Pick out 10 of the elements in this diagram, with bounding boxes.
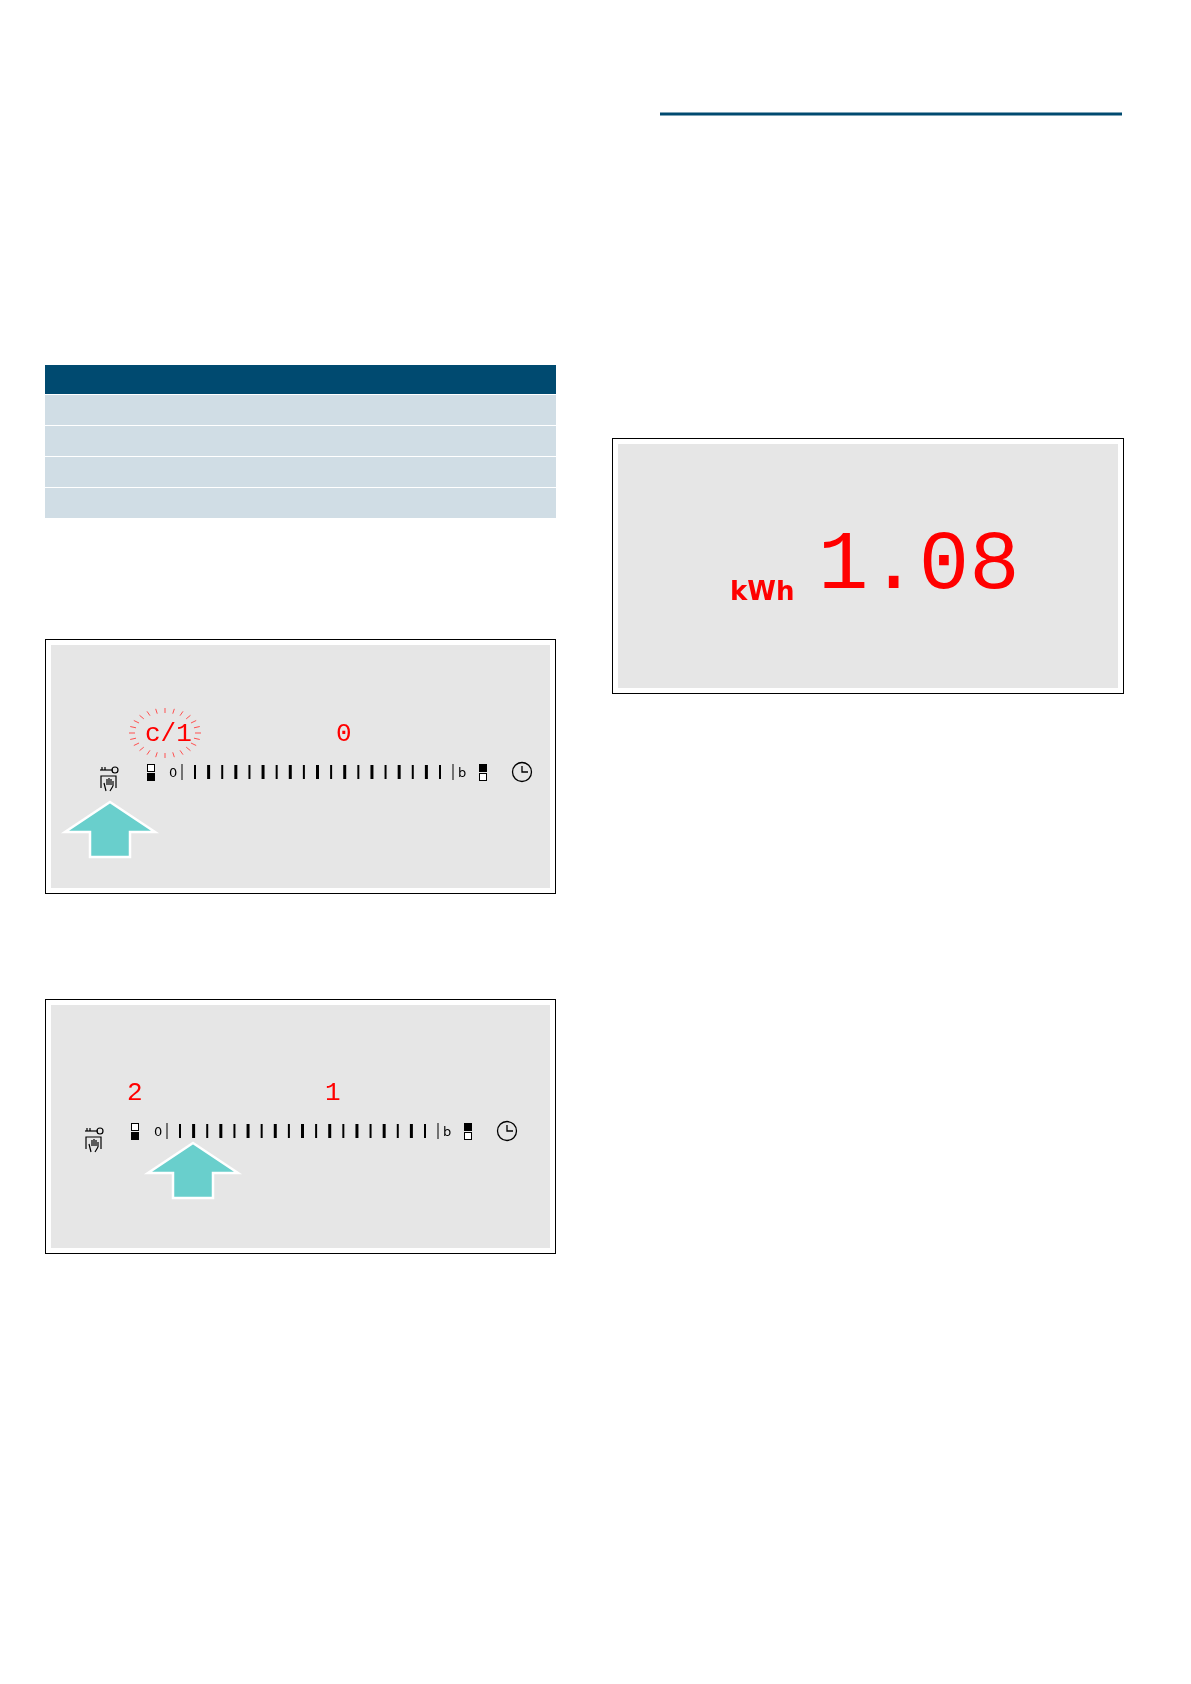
display-digit: 1 bbox=[325, 1080, 341, 1106]
scale-label: 0 bbox=[154, 1125, 163, 1138]
display-digit: 2 bbox=[127, 1080, 143, 1106]
scale-label: b bbox=[458, 766, 467, 779]
scale-label: 0 bbox=[169, 766, 178, 779]
display-digit: 0 bbox=[336, 721, 352, 747]
display-digit: c/1 bbox=[145, 721, 192, 747]
scale-label: b bbox=[443, 1125, 452, 1138]
display-reading: 1.08 bbox=[818, 524, 1020, 608]
unit-label: kWh bbox=[730, 578, 795, 604]
